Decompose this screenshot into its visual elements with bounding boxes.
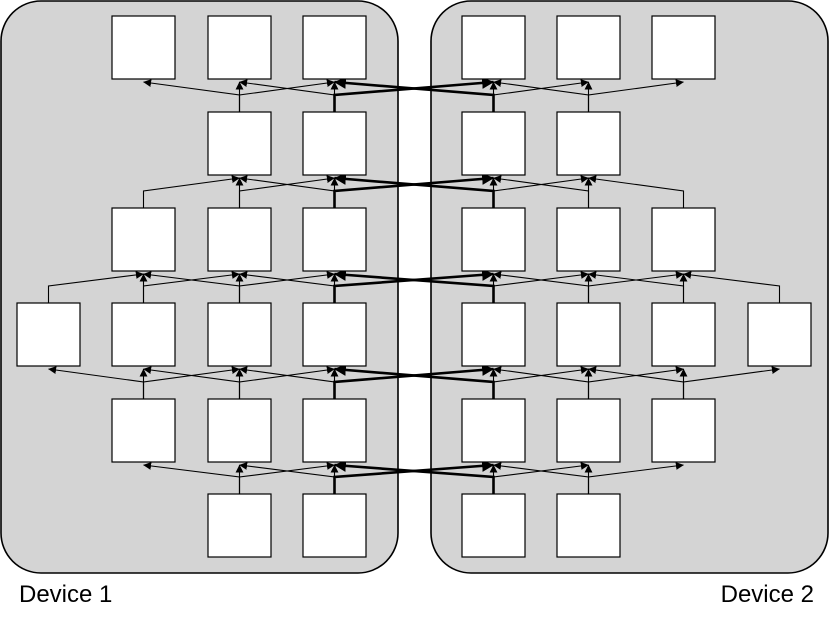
edge <box>492 175 589 208</box>
device-1-node-level-2 <box>302 207 367 272</box>
edge <box>238 175 335 208</box>
device-2-node-level-3 <box>461 302 526 367</box>
device-2-node-level-3 <box>556 302 621 367</box>
device-1-label: Device 1 <box>19 581 113 608</box>
device-1-node-level-1 <box>207 111 272 176</box>
device-2-node-level-4 <box>651 398 716 463</box>
device-1-node-level-2 <box>111 207 176 272</box>
device-2-node-level-4 <box>556 398 621 463</box>
edge <box>588 175 685 208</box>
device-1-node-level-5 <box>207 493 272 558</box>
edge <box>238 366 335 399</box>
device-2-label: Device 2 <box>720 581 814 608</box>
device-2-panel <box>430 0 829 574</box>
device-2-node-level-1 <box>556 111 621 176</box>
cross-device-edge <box>333 363 495 399</box>
edge <box>492 366 589 399</box>
device-1-node-level-3 <box>207 302 272 367</box>
device-1-node-level-3 <box>302 302 367 367</box>
device-1-node-level-4 <box>207 398 272 463</box>
device-2-node-level-2 <box>556 207 621 272</box>
edge <box>587 461 684 494</box>
device-1-node-level-2 <box>207 207 272 272</box>
device-2-node-level-0 <box>461 15 526 80</box>
edge <box>238 461 335 494</box>
edge <box>587 366 684 399</box>
cross-device-edge <box>333 459 495 494</box>
device-1-node-level-5 <box>302 493 367 558</box>
edge <box>142 366 240 399</box>
device-1-panel <box>0 0 399 574</box>
cross-device-edge <box>333 76 495 112</box>
edge <box>587 79 684 112</box>
device-1-node-level-0 <box>111 15 176 80</box>
edge <box>238 79 335 112</box>
edge <box>587 270 684 303</box>
device-1-node-level-0 <box>302 15 367 80</box>
device-2-node-level-1 <box>461 111 526 176</box>
edge <box>492 461 589 494</box>
device-2-node-level-2 <box>651 207 716 272</box>
device-1-node-level-3 <box>111 302 176 367</box>
edge <box>683 270 781 303</box>
edge <box>47 270 144 303</box>
edge <box>492 79 589 112</box>
device-2-node-level-3 <box>651 302 716 367</box>
device-1-node-level-4 <box>111 398 176 463</box>
device-2-node-level-5 <box>556 493 621 558</box>
edge <box>142 175 240 208</box>
edge <box>492 270 589 303</box>
edge <box>142 270 240 303</box>
edge <box>682 366 780 399</box>
device-1-node-level-4 <box>302 398 367 463</box>
cross-device-edge <box>333 268 495 303</box>
device-1-node-level-0 <box>207 15 272 80</box>
cross-device-edge <box>333 172 495 208</box>
device-2-node-level-2 <box>461 207 526 272</box>
device-2-node-level-3 <box>747 302 812 367</box>
device-2-node-level-5 <box>461 493 526 558</box>
device-2-node-level-4 <box>461 398 526 463</box>
device-1-node-level-3 <box>16 302 81 367</box>
device-1-node-level-1 <box>302 111 367 176</box>
edge <box>238 270 335 303</box>
device-2-node-level-0 <box>651 15 716 80</box>
device-2-node-level-0 <box>556 15 621 80</box>
